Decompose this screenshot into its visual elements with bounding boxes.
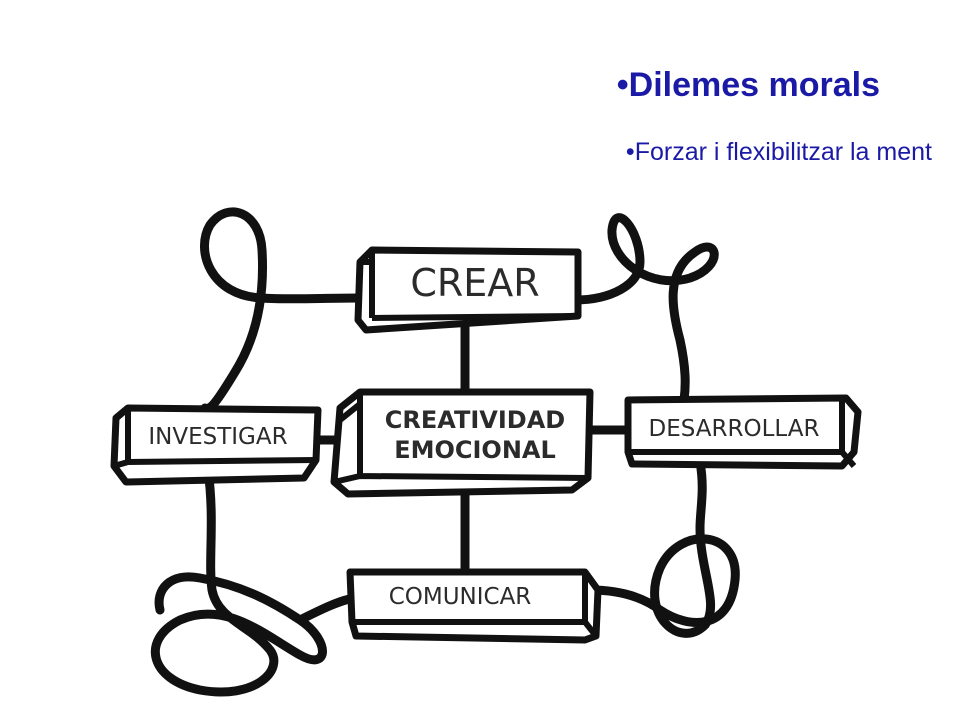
box-center-label-line2: EMOCIONAL bbox=[394, 436, 556, 464]
bullet-dilemes-morals: •Dilemes morals bbox=[617, 66, 880, 105]
bullet-forzar-flexibilitzar: •Forzar i flexibilitzar la ment bbox=[626, 138, 932, 167]
box-desarrollar: DESARROLLAR bbox=[624, 394, 862, 470]
box-desarrollar-label: DESARROLLAR bbox=[649, 416, 820, 442]
box-center-label-line1: CREATIVIDAD bbox=[385, 406, 565, 434]
box-investigar-label: INVESTIGAR bbox=[148, 424, 287, 450]
box-creatividad-emocional: CREATIVIDAD EMOCIONAL bbox=[330, 388, 594, 498]
connector-lines bbox=[150, 207, 740, 697]
bullet-text-title: Dilemes morals bbox=[628, 66, 880, 104]
bullet-marker: • bbox=[616, 66, 629, 104]
bullet-text-subtitle: Forzar i flexibilitzar la ment bbox=[634, 138, 932, 166]
bullet-marker: • bbox=[625, 138, 635, 166]
box-crear: CREAR bbox=[354, 246, 582, 334]
box-comunicar-label: COMUNICAR bbox=[389, 584, 532, 610]
loop-top-left bbox=[199, 207, 365, 413]
loop-top-right bbox=[570, 213, 719, 405]
loop-bottom-right bbox=[585, 457, 740, 638]
box-investigar: INVESTIGAR bbox=[110, 404, 322, 486]
loop-bottom-left bbox=[150, 465, 360, 697]
box-crear-label: CREAR bbox=[410, 261, 539, 305]
box-comunicar: COMUNICAR bbox=[346, 568, 602, 644]
